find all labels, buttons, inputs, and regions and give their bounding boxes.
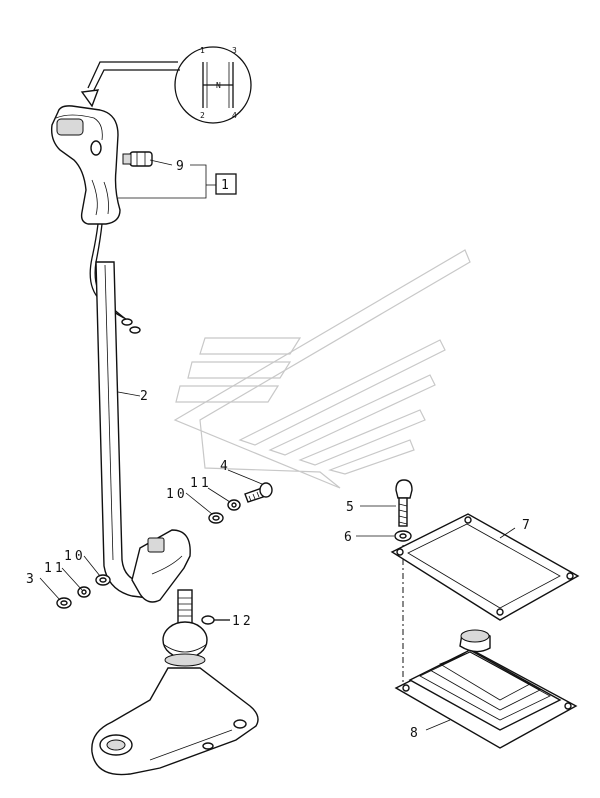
gear-4-label: 4 xyxy=(232,111,237,120)
leader-lines xyxy=(39,159,516,731)
switch-part xyxy=(122,151,153,167)
callout-11-right: 11 xyxy=(190,476,212,491)
gear-1-label: 1 xyxy=(200,46,205,55)
shift-pattern-detail: 1 2 3 4 N xyxy=(80,46,252,124)
callout-1-box xyxy=(215,173,237,195)
callout-8: 8 xyxy=(410,726,421,741)
callout-12: 12 xyxy=(232,614,254,629)
callout-4: 4 xyxy=(220,459,231,474)
left-washer-stack xyxy=(56,574,111,609)
callout-2: 2 xyxy=(140,389,151,404)
lever-bracket xyxy=(131,529,191,603)
gear-knob xyxy=(50,105,141,334)
callout-1: 1 xyxy=(221,178,232,193)
callout-10-left: 10 xyxy=(64,549,86,564)
callout-11-left: 11 xyxy=(44,561,66,576)
gear-3-label: 3 xyxy=(232,46,237,55)
ball-joint xyxy=(162,589,208,667)
callout-6: 6 xyxy=(344,530,355,545)
callout-10-right: 10 xyxy=(166,487,188,502)
support-bracket xyxy=(91,667,259,776)
gear-2-label: 2 xyxy=(200,111,205,120)
rubber-boot xyxy=(394,629,578,749)
watermark-logo xyxy=(173,249,471,489)
callout-5: 5 xyxy=(346,500,357,515)
right-washer-stack xyxy=(208,482,273,524)
callout-3: 3 xyxy=(26,572,37,587)
pin-part xyxy=(201,615,230,625)
cover-plate xyxy=(390,513,580,621)
neutral-label: N xyxy=(216,81,221,90)
callout-9: 9 xyxy=(176,159,187,174)
bolt-and-washer xyxy=(394,479,413,542)
callout-7: 7 xyxy=(522,518,533,533)
